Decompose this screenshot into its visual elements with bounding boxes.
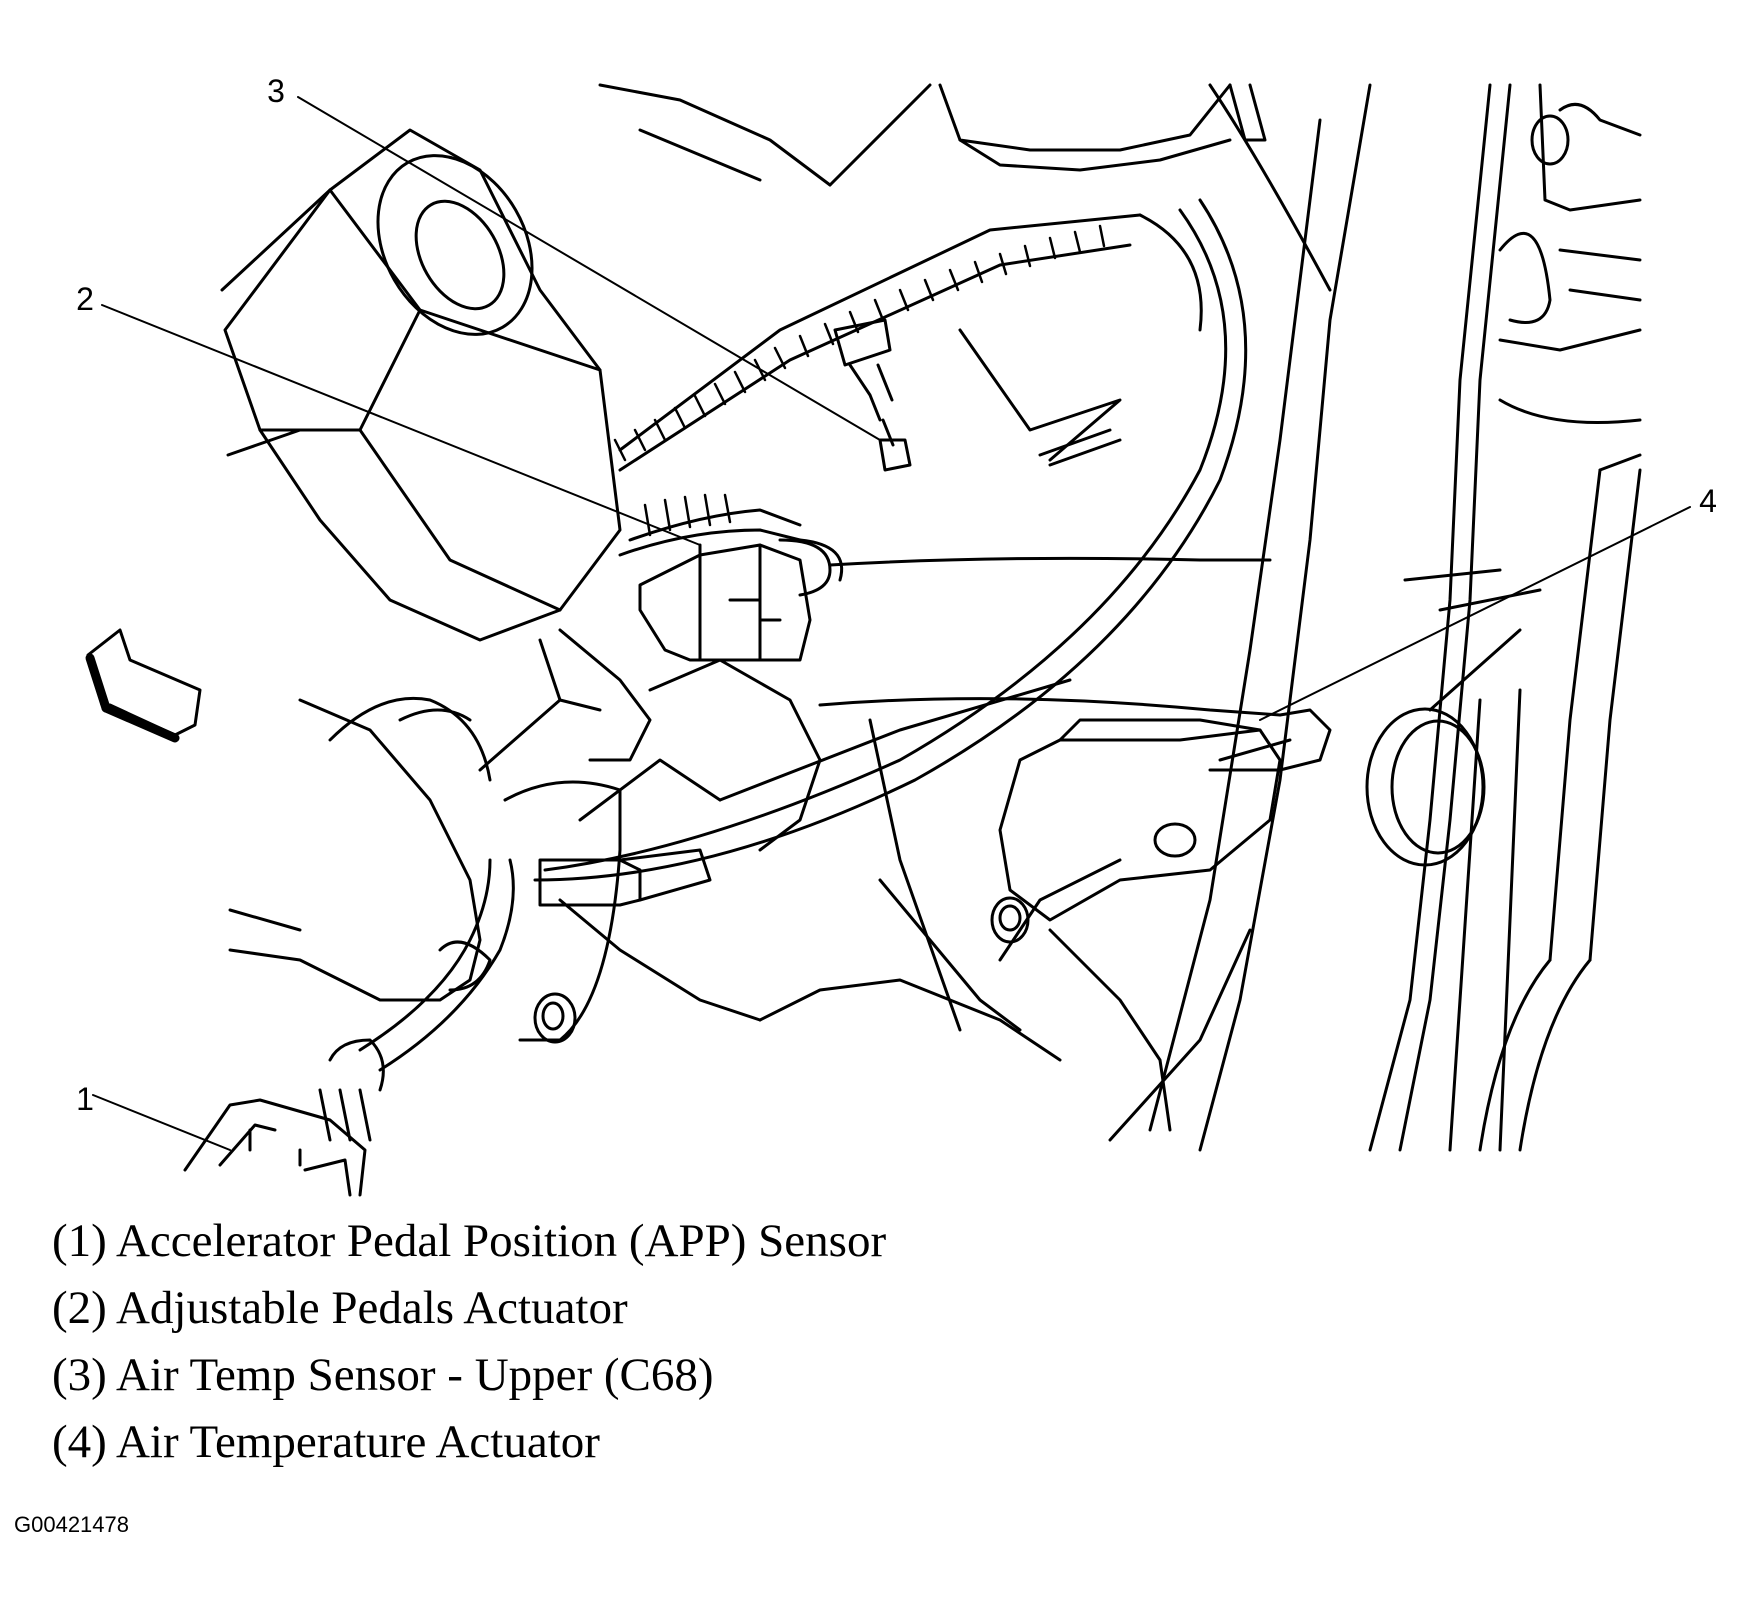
callout-numbers: 3 2 4 1: [76, 73, 1717, 1117]
callout-number-3: 3: [267, 73, 285, 109]
app-sensor-drawing: [183, 1098, 367, 1197]
legend-item-4: (4) Air Temperature Actuator: [52, 1416, 600, 1468]
arrow-icon: [85, 628, 202, 743]
leader-line-2: [101, 304, 701, 546]
leader-line-4: [1259, 506, 1691, 721]
callout-number-2: 2: [76, 281, 94, 317]
legend-item-1: (1) Accelerator Pedal Position (APP) Sen…: [52, 1215, 887, 1267]
callout-number-4: 4: [1699, 483, 1717, 519]
dash-structure-linework: [220, 83, 1642, 1152]
leader-line-3: [297, 96, 881, 441]
parts-legend: (1) Accelerator Pedal Position (APP) Sen…: [52, 1208, 886, 1476]
callout-number-1: 1: [76, 1081, 94, 1117]
leader-line-1: [92, 1094, 231, 1151]
figure-id: G00421478: [14, 1512, 129, 1537]
adjustable-pedals-actuator-drawing: [618, 508, 1272, 662]
legend-item-2: (2) Adjustable Pedals Actuator: [52, 1282, 628, 1334]
callout-leader-lines: [92, 96, 1691, 1151]
legend-item-3: (3) Air Temp Sensor - Upper (C68): [52, 1349, 714, 1401]
air-temp-sensor-drawing: [833, 318, 912, 472]
